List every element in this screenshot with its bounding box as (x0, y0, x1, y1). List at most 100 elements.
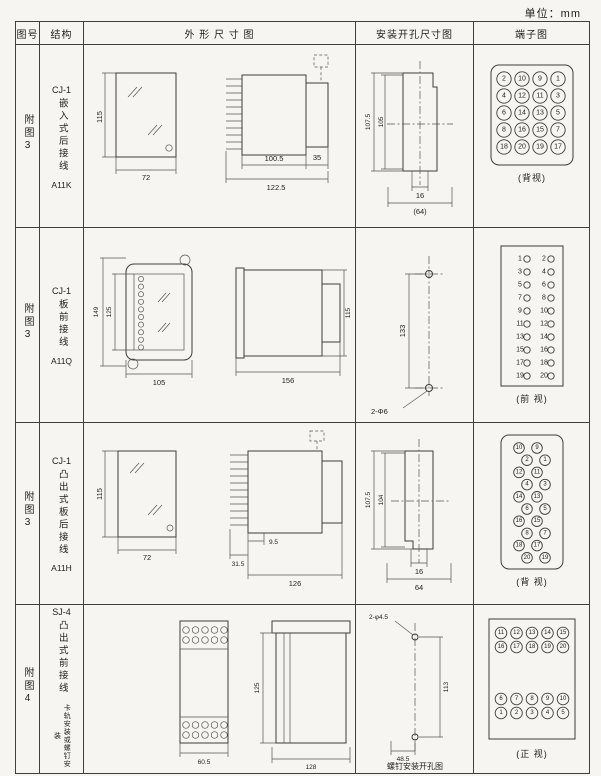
mounting-drawing-a11h: 107.5 104 16 64 (365, 438, 451, 592)
mounting-drawing-sj4: 2-φ4.5 113 48.5 螺钉安装开孔图 (369, 614, 450, 771)
front-view: 149 125 105 (93, 254, 192, 387)
drawing-caption: 螺钉安装开孔图 (387, 761, 443, 771)
terminal-number: 20 (523, 554, 530, 560)
terminal-number: 1 (556, 75, 560, 82)
terminal-number: 17 (513, 644, 520, 650)
terminal-number: 18 (500, 143, 508, 150)
inner-plate (133, 273, 184, 350)
terminal-number: 4 (502, 92, 506, 99)
terminal-number: 6 (525, 506, 529, 512)
terminal-outline (500, 245, 563, 386)
terminal-circle (531, 70, 548, 87)
rear-block (321, 460, 342, 523)
terminal-number: 14 (540, 333, 548, 340)
terminal-number: 11 (533, 469, 540, 475)
view-label: (背视) (518, 172, 546, 183)
terminal-number: 13 (516, 333, 524, 340)
terminal-circle (531, 121, 548, 138)
terminal-circle (513, 70, 530, 87)
case-side (247, 450, 322, 533)
dim-label: 115 (95, 488, 104, 500)
terminal-circle (513, 138, 530, 155)
dim-label: 100.5 (264, 154, 283, 163)
dim-label: 149 (93, 306, 100, 317)
hole-spec-label: 2-Φ6 (371, 407, 388, 416)
cutout-drawing: 107.5 104 16 64 (365, 438, 451, 592)
mounting-ear (179, 254, 190, 265)
dim-label: 107.5 (365, 491, 372, 508)
terminal-circle (495, 104, 512, 121)
dim-label: 35 (312, 153, 320, 162)
terminal-circle (522, 280, 531, 289)
terminal-number: 13 (533, 493, 540, 499)
front-terminal-blocks (181, 626, 228, 739)
terminal-circle (522, 358, 531, 367)
terminal-number: 16 (497, 644, 504, 650)
terminal-number: 15 (516, 346, 524, 353)
terminal-number: 1 (499, 710, 503, 716)
terminal-number: 13 (536, 109, 544, 116)
terminal-circle (540, 692, 554, 706)
header-fig-no: 图号 (15, 21, 40, 45)
structure-cell: CJ-1 板前接线 A11Q (39, 227, 84, 423)
mounting-hole (424, 383, 433, 392)
dim-label: 31.5 (231, 561, 244, 568)
fig-no-cell: 附图3 (15, 44, 40, 228)
rear-block (305, 82, 328, 147)
structure-cell: CJ-1 嵌入式后接线 A11K (39, 44, 84, 228)
outline-cell: 115 72 100.5 35 122.5 (83, 44, 356, 228)
terminal-number: 2 (525, 457, 529, 463)
mounting-note: 卡轨安装或螺钉安装 (53, 704, 71, 768)
terminal-number: 16 (515, 518, 522, 524)
terminal-circle (540, 626, 554, 640)
front-view: 115 72 (95, 72, 176, 182)
dim-label: 125 (106, 306, 113, 317)
terminal-number: 4 (545, 710, 549, 716)
model-label: CJ-1 (51, 286, 71, 296)
terminal-circle (531, 138, 548, 155)
case-side (275, 632, 346, 744)
terminal-circle (549, 104, 566, 121)
terminal-circle (495, 87, 512, 104)
case-front (115, 72, 176, 157)
terminal-circle (522, 332, 531, 341)
view-label: (背 视) (516, 576, 548, 587)
model-code: A11Q (50, 356, 73, 366)
terminal-number: 9 (535, 445, 539, 451)
terminal-number: 6 (502, 109, 506, 116)
terminal-number: 4 (542, 268, 546, 275)
fig-no-label: 附图3 (22, 302, 33, 343)
header-outline: 外 形 尺 寸 图 (83, 21, 356, 45)
terminal-circle (525, 626, 538, 640)
terminal-number: 19 (516, 372, 524, 379)
outline-cell: 60.5 125 128 (83, 604, 356, 774)
terminal-number: 12 (515, 469, 522, 475)
front-plate (235, 267, 244, 358)
terminal-circle (549, 70, 566, 87)
terminal-circle (538, 453, 551, 466)
terminal-number: 5 (556, 109, 560, 116)
terminal-number: 16 (518, 126, 526, 133)
terminal-outline (500, 434, 563, 569)
terminal-number: 8 (542, 294, 546, 301)
terminal-circle (520, 527, 533, 539)
dim-label: 105 (378, 116, 385, 127)
terminal-circle (546, 345, 555, 354)
terminal-number: 10 (518, 75, 526, 82)
cutout-drawing: 107.5 105 16 (64) (365, 60, 453, 216)
terminal-number: 14 (544, 630, 551, 636)
terminal-number: 18 (515, 542, 522, 548)
terminal-circle (556, 706, 569, 720)
outline-drawing-sj4: 60.5 125 128 (179, 620, 350, 771)
terminal-circle (546, 306, 555, 315)
structure-desc: 板前接线 (56, 299, 68, 349)
hole-drawing: 2-φ4.5 113 48.5 螺钉安装开孔图 (369, 614, 450, 771)
terminal-circle (546, 293, 555, 302)
terminal-circle (513, 104, 530, 121)
case-side (243, 269, 322, 356)
terminal-circle (556, 640, 569, 654)
terminal-circle (522, 293, 531, 302)
terminal-circle (546, 254, 555, 263)
